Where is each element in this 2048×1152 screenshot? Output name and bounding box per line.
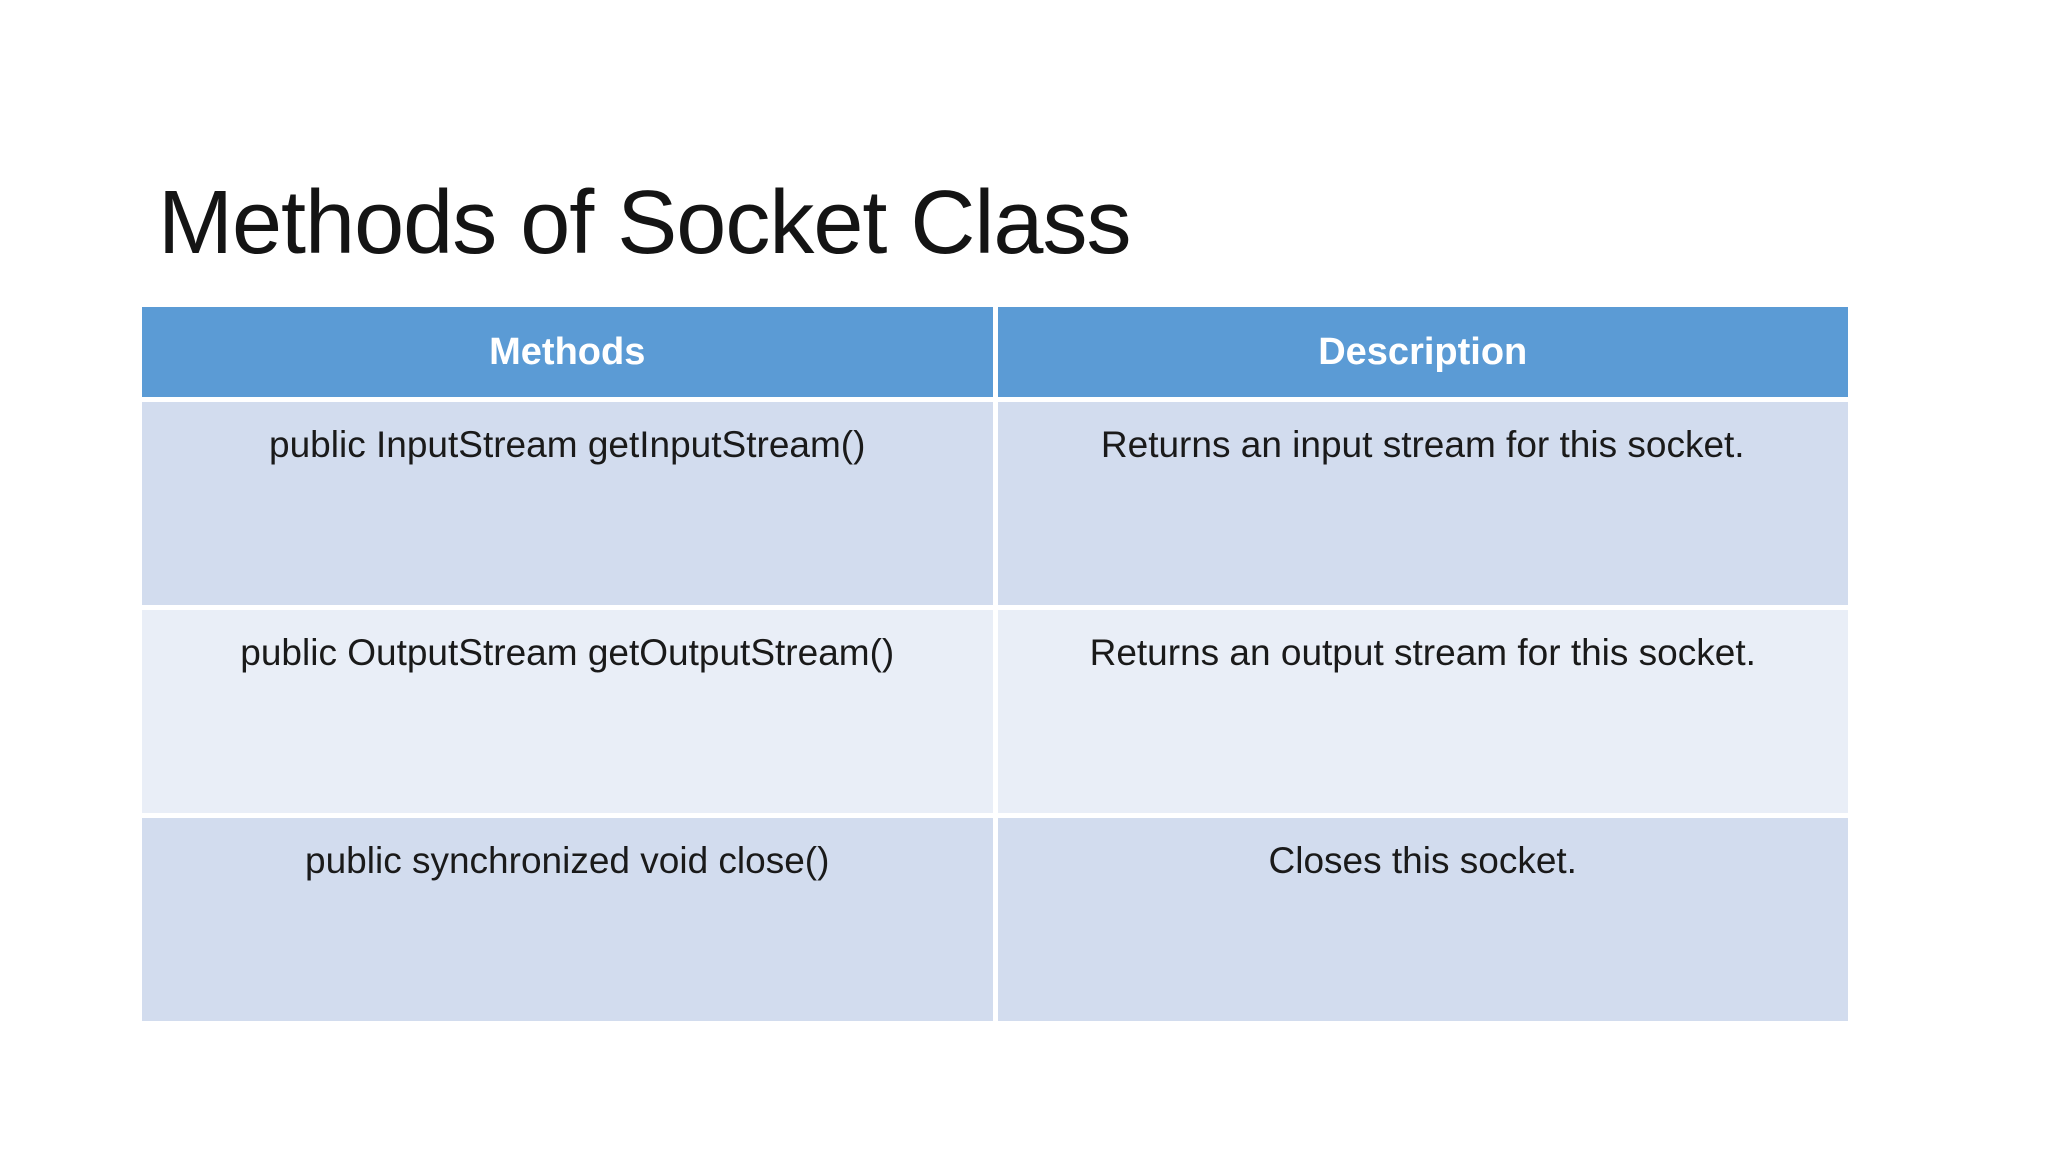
table-cell-description-1: Returns an input stream for this socket. [997,402,1848,605]
table-header-description: Description [997,307,1848,397]
table-header-methods: Methods [142,307,993,397]
table-cell-method-3: public synchronized void close() [142,818,993,1021]
table-cell-description-3: Closes this socket. [997,818,1848,1021]
page-title: Methods of Socket Class [158,173,1131,274]
methods-table: Methods Description public InputStream g… [142,307,1848,1021]
table-cell-description-2: Returns an output stream for this socket… [997,610,1848,813]
table-cell-method-1: public InputStream getInputStream() [142,402,993,605]
table-cell-method-2: public OutputStream getOutputStream() [142,610,993,813]
